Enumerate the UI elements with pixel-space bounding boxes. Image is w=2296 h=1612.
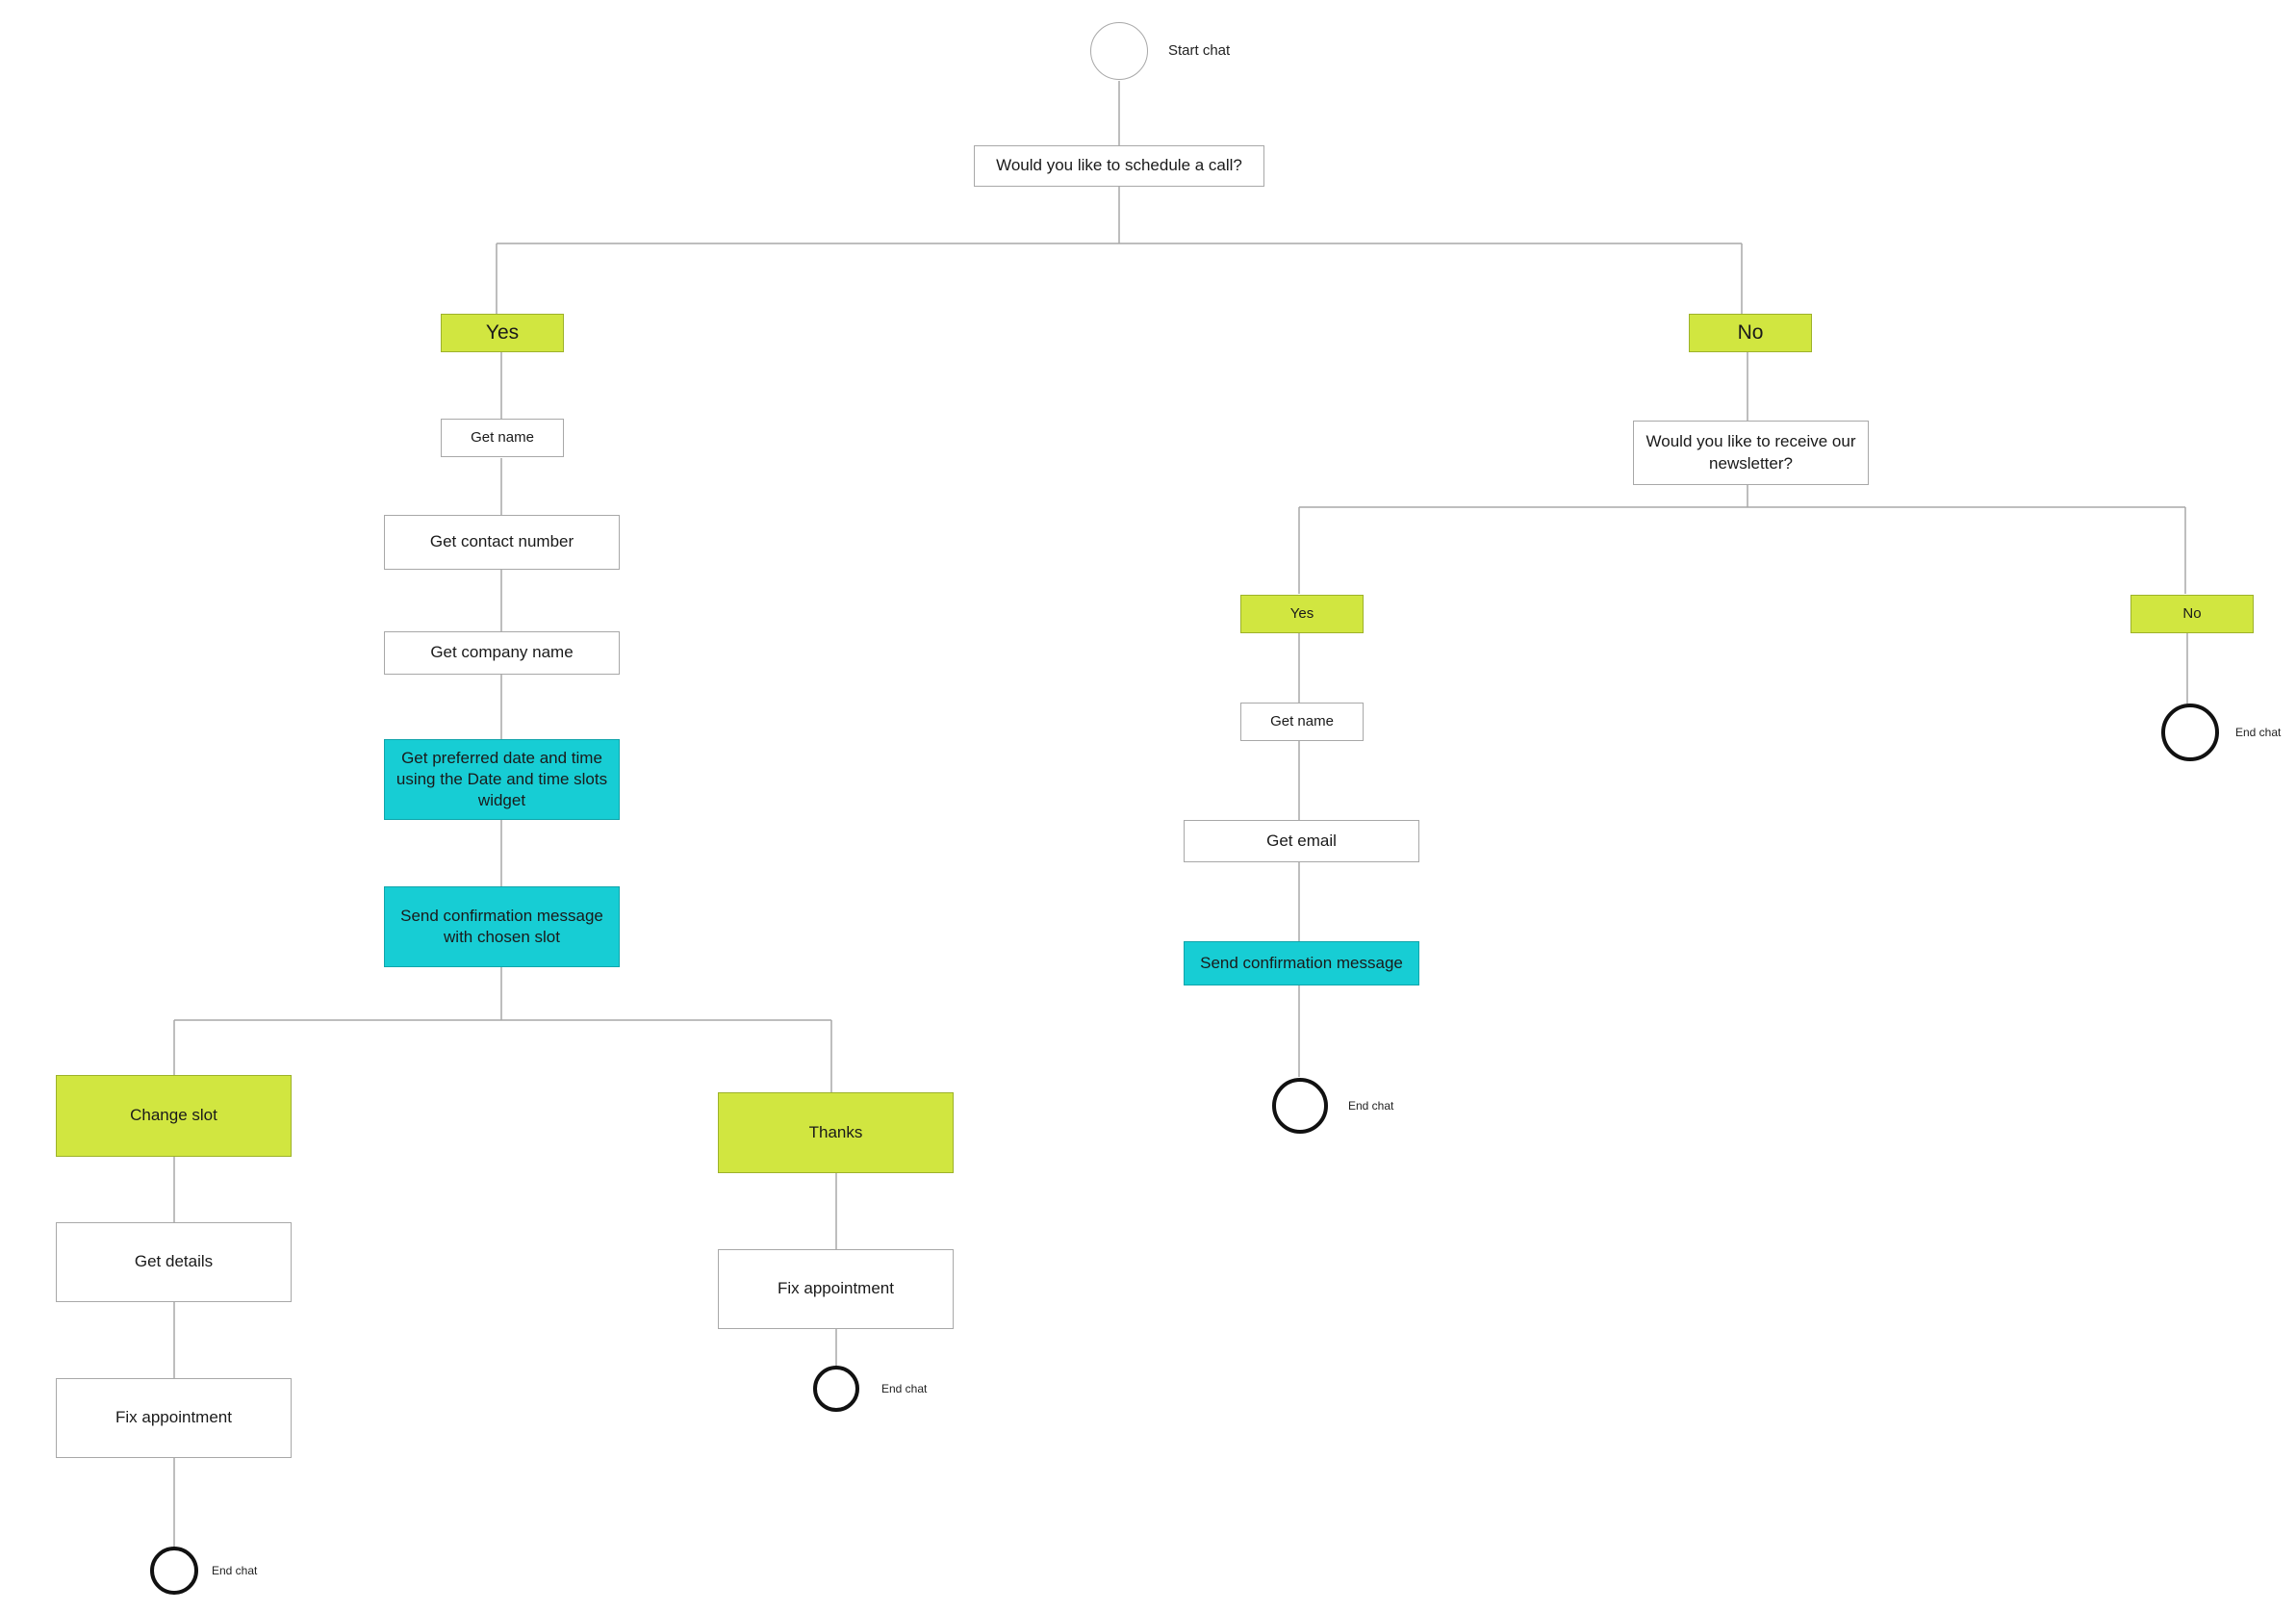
end-chat-node[interactable] <box>2161 704 2219 761</box>
get-name-step[interactable]: Get name <box>1240 703 1364 741</box>
fix-appointment-step[interactable]: Fix appointment <box>718 1249 954 1329</box>
newsletter-no-option[interactable]: No <box>2130 595 2254 633</box>
end-chat-label: End chat <box>1348 1099 1394 1113</box>
end-chat-node[interactable] <box>813 1366 859 1412</box>
send-confirmation-step[interactable]: Send confirmation message <box>1184 941 1419 985</box>
end-chat-label: End chat <box>2235 726 2282 739</box>
get-email-step[interactable]: Get email <box>1184 820 1419 862</box>
newsletter-yes-option[interactable]: Yes <box>1240 595 1364 633</box>
send-slot-confirmation-step[interactable]: Send confirmation message with chosen sl… <box>384 886 620 967</box>
newsletter-question[interactable]: Would you like to receive our newsletter… <box>1633 421 1869 485</box>
end-chat-node[interactable] <box>150 1547 198 1595</box>
thanks-option[interactable]: Thanks <box>718 1092 954 1173</box>
connector-newsletter-branch <box>1298 484 2186 594</box>
change-slot-option[interactable]: Change slot <box>56 1075 292 1157</box>
schedule-call-question[interactable]: Would you like to schedule a call? <box>974 145 1264 187</box>
connector-slot-branch <box>173 966 832 1092</box>
get-name-step[interactable]: Get name <box>441 419 564 457</box>
get-details-step[interactable]: Get details <box>56 1222 292 1302</box>
end-chat-node[interactable] <box>1272 1078 1328 1134</box>
get-company-name-step[interactable]: Get company name <box>384 631 620 675</box>
start-node[interactable] <box>1090 22 1148 80</box>
end-chat-label: End chat <box>881 1382 928 1395</box>
no-decision[interactable]: No <box>1689 314 1812 352</box>
end-chat-label: End chat <box>212 1564 258 1577</box>
yes-decision[interactable]: Yes <box>441 314 564 352</box>
get-contact-number-step[interactable]: Get contact number <box>384 515 620 570</box>
start-label: Start chat <box>1168 42 1231 59</box>
date-time-widget-step[interactable]: Get preferred date and time using the Da… <box>384 739 620 820</box>
connector-question-branch <box>496 187 1743 314</box>
fix-appointment-step[interactable]: Fix appointment <box>56 1378 292 1458</box>
